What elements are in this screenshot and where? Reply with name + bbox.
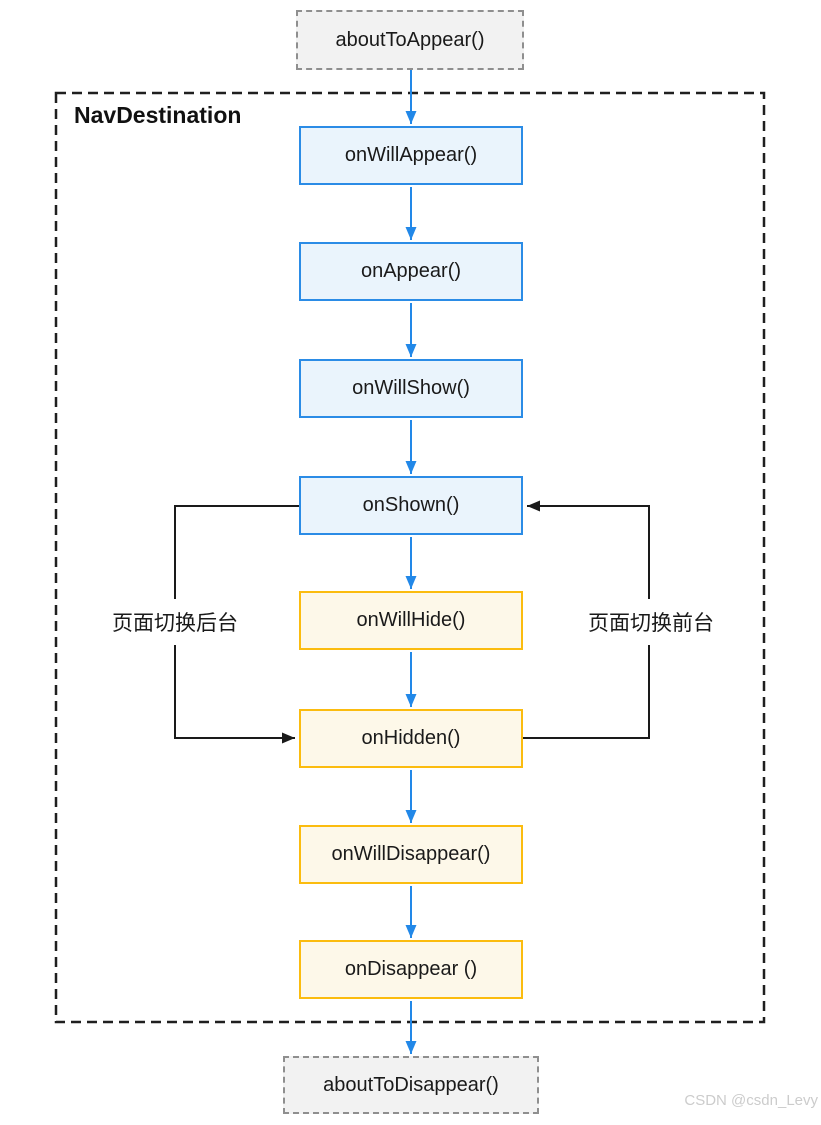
node-label: onWillDisappear()	[331, 843, 491, 865]
node-label: aboutToDisappear()	[323, 1073, 499, 1096]
node-onwilldisappear: onWillDisappear()	[299, 825, 523, 884]
node-onappear: onAppear()	[299, 242, 523, 301]
node-label: onShown()	[362, 494, 460, 516]
node-label: onHidden()	[361, 727, 461, 749]
node-label: aboutToAppear()	[335, 28, 485, 51]
node-onwillappear: onWillAppear()	[299, 126, 523, 185]
node-onhidden: onHidden()	[299, 709, 523, 768]
node-abouttodisappear: aboutToDisappear()	[283, 1056, 539, 1114]
node-onwillshow: onWillShow()	[299, 359, 523, 418]
edge-label-to-background: 页面切换后台	[110, 599, 240, 645]
node-label: onWillShow()	[352, 377, 470, 399]
node-ondisappear: onDisappear ()	[299, 940, 523, 999]
node-label: onDisappear ()	[344, 958, 478, 980]
watermark: CSDN @csdn_Levy	[684, 1092, 818, 1109]
node-label: onAppear()	[360, 260, 462, 282]
node-label: onWillAppear()	[344, 144, 478, 166]
node-onwillhide: onWillHide()	[299, 591, 523, 650]
node-label: onWillHide()	[356, 609, 466, 631]
node-onshown: onShown()	[299, 476, 523, 535]
navdestination-title: NavDestination	[74, 102, 242, 128]
node-abouttoappear: aboutToAppear()	[296, 10, 524, 70]
edge-label-to-foreground: 页面切换前台	[586, 599, 716, 645]
